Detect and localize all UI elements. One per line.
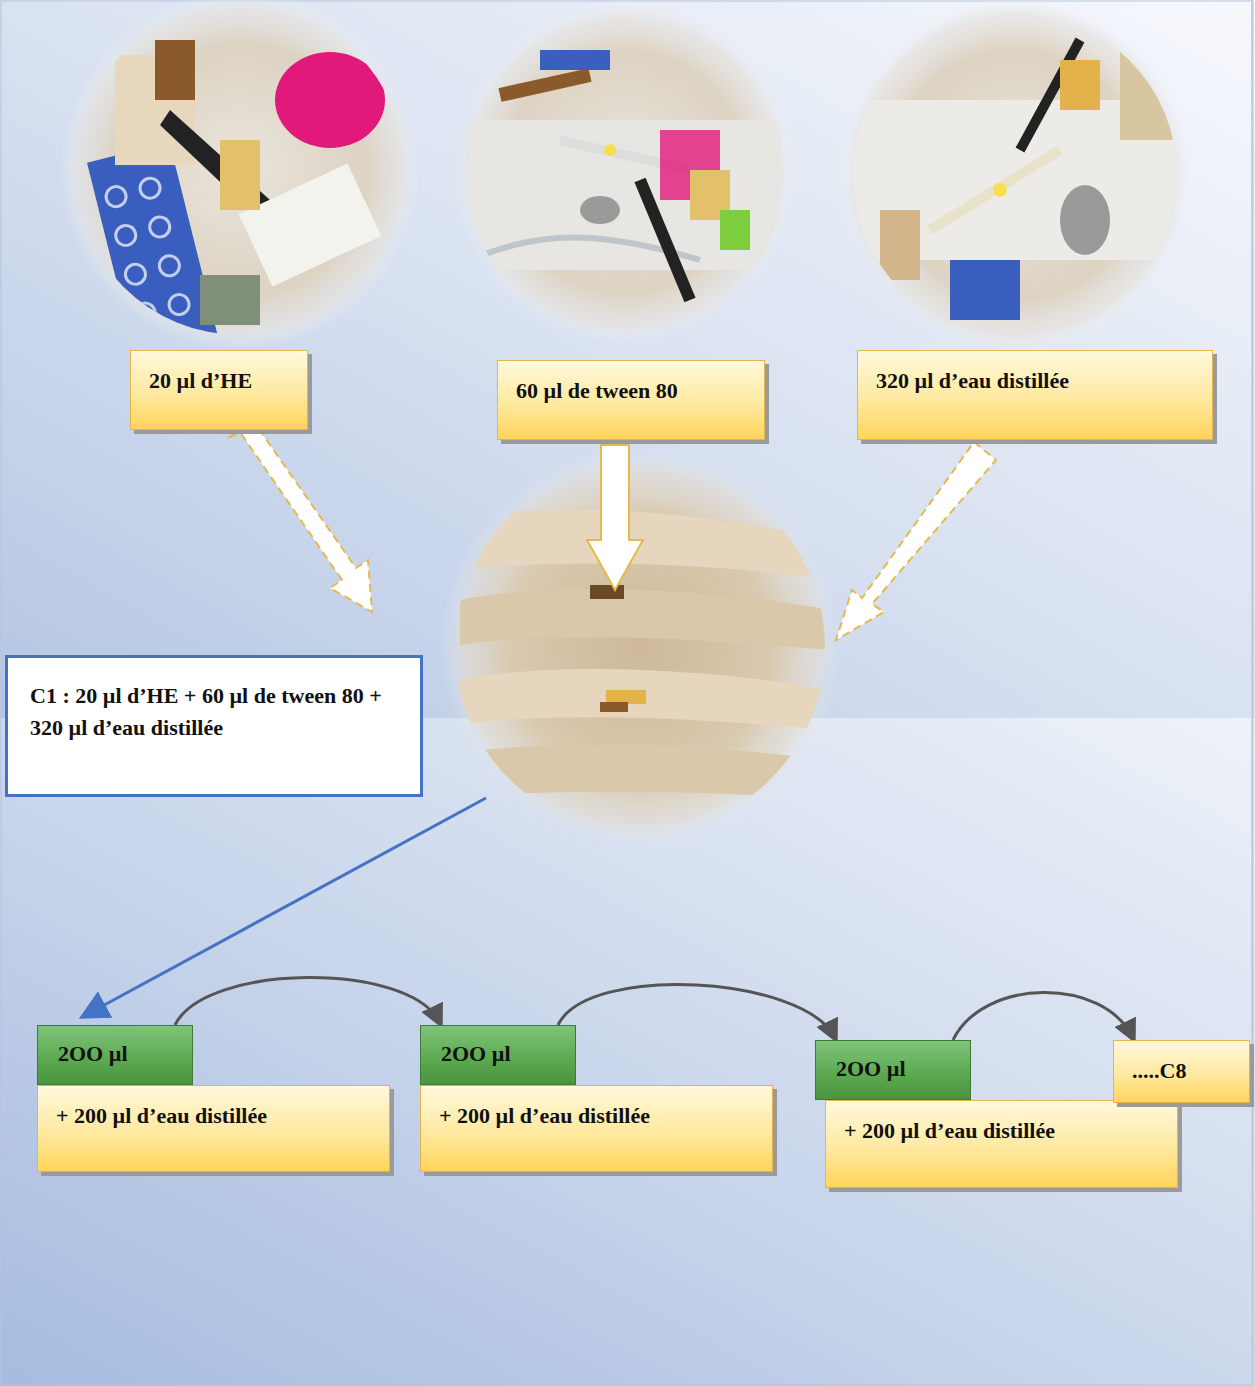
box-label: C1 : 20 µl d’HE + 60 µl de tween 80 + 32…	[30, 680, 398, 744]
box-label: 60 µl de tween 80	[516, 377, 746, 406]
box-label: + 200 µl d’eau distillée	[439, 1102, 754, 1131]
reagent-box: 20 µl d’HE	[130, 350, 308, 430]
end-concentration-box: .....C8	[1113, 1040, 1250, 1103]
volume-box: 2OO µl	[815, 1040, 971, 1100]
curved-arrow	[953, 992, 1133, 1040]
box-label: .....C8	[1132, 1057, 1231, 1086]
mixture-box: C1 : 20 µl d’HE + 60 µl de tween 80 + 32…	[5, 655, 423, 797]
reagent-box: 60 µl de tween 80	[497, 360, 765, 440]
box-label: + 200 µl d’eau distillée	[844, 1117, 1159, 1146]
box-label: 20 µl d’HE	[149, 367, 289, 396]
box-label: 2OO µl	[836, 1055, 950, 1084]
box-label: 2OO µl	[58, 1040, 172, 1069]
curved-arrow	[558, 984, 835, 1038]
curved-arrow	[175, 977, 440, 1025]
box-label: 320 µl d’eau distillée	[876, 367, 1194, 396]
dilution-box: + 200 µl d’eau distillée	[420, 1085, 773, 1172]
dilution-box: + 200 µl d’eau distillée	[37, 1085, 390, 1172]
reagent-box: 320 µl d’eau distillée	[857, 350, 1213, 440]
box-label: 2OO µl	[441, 1040, 555, 1069]
volume-box: 2OO µl	[420, 1025, 576, 1085]
volume-box: 2OO µl	[37, 1025, 193, 1085]
box-label: + 200 µl d’eau distillée	[56, 1102, 371, 1131]
dilution-box: + 200 µl d’eau distillée	[825, 1100, 1178, 1188]
